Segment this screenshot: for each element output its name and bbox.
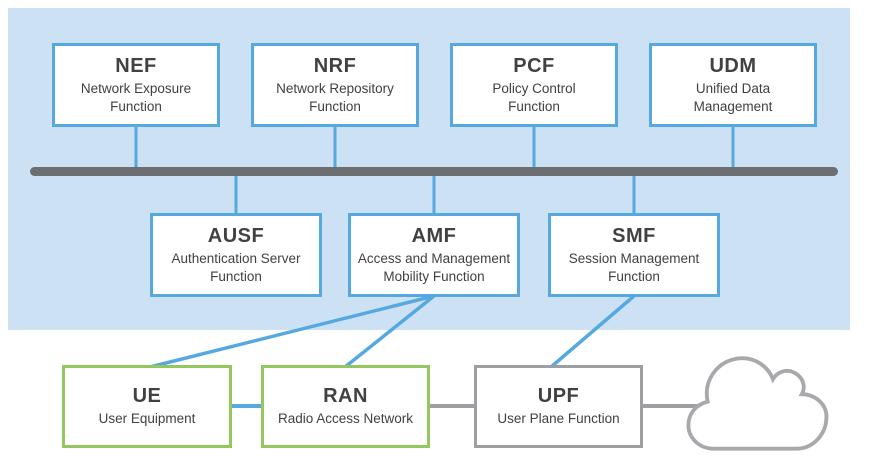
node-upf: UPF User Plane Function bbox=[474, 365, 643, 448]
connector-smf-upf bbox=[549, 294, 636, 369]
node-ue: UE User Equipment bbox=[62, 365, 232, 448]
service-bus-bar bbox=[30, 167, 838, 176]
node-nrf: NRF Network Repository Function bbox=[251, 43, 419, 127]
node-upf-abbr: UPF bbox=[537, 385, 580, 408]
node-amf-abbr: AMF bbox=[411, 224, 457, 247]
node-pcf-full-name: Policy Control Function bbox=[492, 80, 576, 114]
node-udm: UDM Unified Data Management bbox=[649, 43, 817, 127]
node-ue-abbr: UE bbox=[132, 385, 162, 408]
node-udm-full-name: Unified Data Management bbox=[693, 80, 773, 114]
node-smf-abbr: SMF bbox=[612, 224, 656, 247]
cloud-icon bbox=[686, 356, 829, 451]
node-pcf: PCF Policy Control Function bbox=[450, 43, 618, 127]
node-ue-full-name: User Equipment bbox=[98, 411, 196, 427]
node-nrf-full-name: Network Repository Function bbox=[276, 80, 394, 114]
connector-amf-ran bbox=[343, 294, 436, 369]
node-udm-abbr: UDM bbox=[709, 54, 757, 77]
node-ran-full-name: Radio Access Network bbox=[277, 411, 414, 427]
node-amf: AMF Access and Management Mobility Funct… bbox=[348, 213, 520, 297]
node-ran-abbr: RAN bbox=[323, 385, 368, 408]
node-ausf-abbr: AUSF bbox=[207, 224, 265, 247]
node-nef-full-name: Network Exposure Function bbox=[80, 80, 192, 114]
node-upf-full-name: User Plane Function bbox=[497, 411, 620, 427]
node-nef: NEF Network Exposure Function bbox=[52, 43, 220, 127]
connector-amf-ue bbox=[149, 294, 435, 369]
node-smf: SMF Session Management Function bbox=[548, 213, 720, 297]
node-nrf-abbr: NRF bbox=[313, 54, 357, 77]
node-ran: RAN Radio Access Network bbox=[261, 365, 430, 448]
node-smf-full-name: Session Management Function bbox=[568, 250, 700, 284]
node-amf-full-name: Access and Management Mobility Function bbox=[357, 250, 511, 284]
node-ausf-full-name: Authentication Server Function bbox=[171, 250, 301, 284]
node-nef-abbr: NEF bbox=[115, 54, 157, 77]
node-ausf: AUSF Authentication Server Function bbox=[150, 213, 322, 297]
node-pcf-abbr: PCF bbox=[513, 54, 555, 77]
